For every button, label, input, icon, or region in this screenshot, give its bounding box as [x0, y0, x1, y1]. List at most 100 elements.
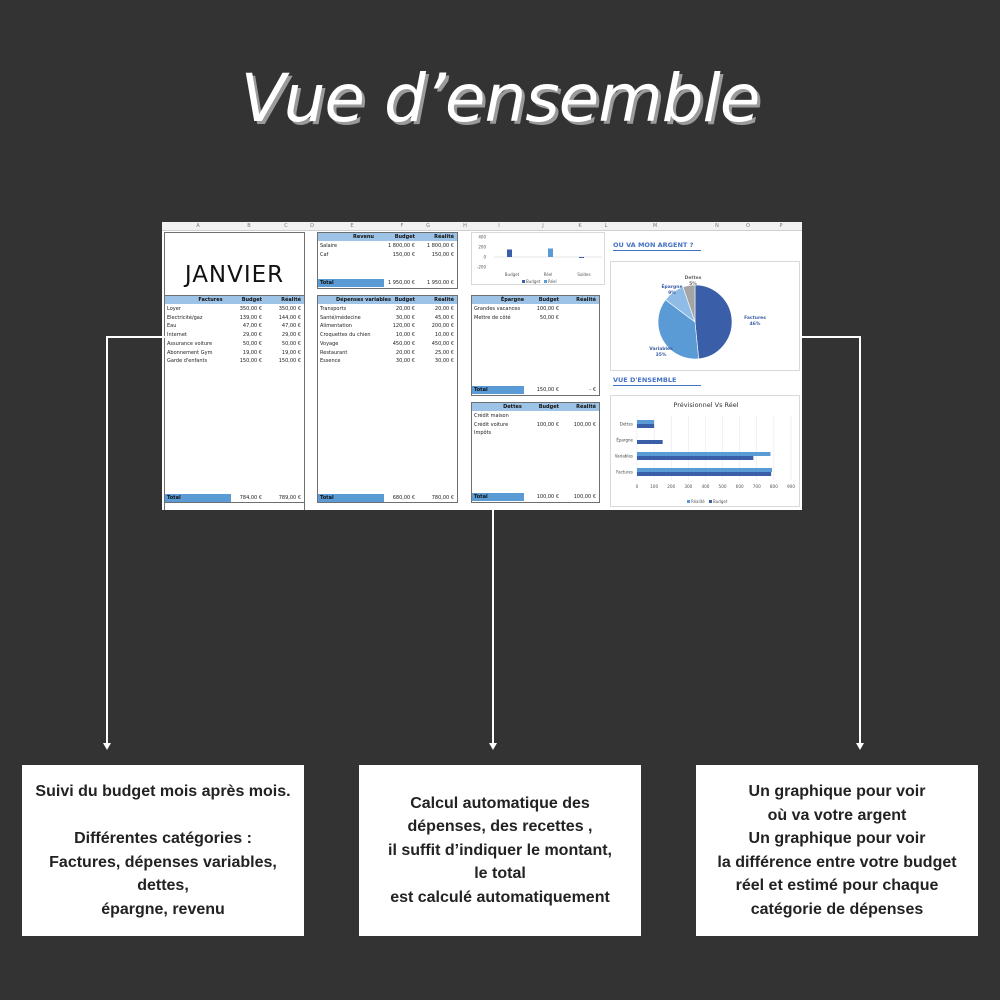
x-tick-label: 800 — [770, 484, 778, 489]
row-reel: 50,00 € — [281, 340, 301, 347]
total-label: Total — [318, 279, 384, 287]
column-header: O — [746, 223, 750, 229]
total-reel: 780,00 € — [431, 495, 454, 501]
bar — [637, 452, 771, 456]
legend-swatch — [709, 500, 712, 503]
slice-percent: 35% — [656, 352, 667, 358]
row-label: Salaire — [320, 243, 338, 249]
bar — [579, 257, 584, 258]
total-label: Total — [318, 494, 384, 502]
row-reel: 150,00 € — [431, 251, 454, 258]
budget-column-header: Budget — [241, 297, 262, 303]
row-budget: 150,00 € — [392, 251, 415, 258]
row-budget: 100,00 € — [536, 421, 559, 428]
row-reel: 10,00 € — [434, 332, 454, 339]
legend-label: Budget — [713, 499, 728, 504]
column-header: M — [652, 223, 658, 229]
legend-swatch — [544, 280, 547, 283]
bar — [637, 456, 754, 460]
table-header-label: Épargne — [500, 297, 525, 303]
row-reel: 30,00 € — [434, 358, 454, 365]
budget-column-header: Budget — [394, 297, 415, 303]
table-row: Essence 30,00 € 30,00 € — [318, 357, 457, 365]
row-label: Eau — [167, 323, 177, 330]
total-reel: 100,00 € — [573, 494, 596, 500]
total-reel: 789,00 € — [278, 495, 301, 501]
pie-slice — [657, 299, 699, 360]
row-label: Abonnement Gym — [167, 349, 213, 356]
bar — [637, 420, 655, 424]
column-header: P — [779, 223, 783, 229]
total-budget: 100,00 € — [536, 494, 559, 500]
bar — [548, 248, 553, 257]
row-label: Essence — [320, 358, 341, 365]
legend-swatch — [522, 280, 525, 283]
reel-column-header: Réalité — [576, 297, 596, 303]
table-header-label: Dépenses variables — [335, 297, 391, 303]
pie-slice — [694, 284, 733, 360]
category-label: Dettes — [620, 422, 633, 427]
row-reel: 25,00 € — [434, 349, 454, 356]
y-tick-label: 0 — [483, 255, 486, 260]
reel-column-header: Réalité — [434, 234, 454, 240]
category-label: Budget — [505, 272, 520, 277]
row-label: Alimentation — [320, 323, 352, 330]
bar — [637, 468, 773, 472]
callout-budget-tracking: Suivi du budget mois après mois. Différe… — [22, 765, 304, 936]
row-budget: 10,00 € — [395, 332, 415, 339]
row-budget: 150,00 € — [239, 358, 262, 365]
row-budget: 50,00 € — [242, 340, 262, 347]
month-title: JANVIER — [184, 262, 285, 288]
row-label: Mettre de côté — [474, 314, 511, 321]
slice-label: Dettes — [685, 275, 702, 281]
row-reel: 350,00 € — [278, 306, 301, 312]
arrow-down-icon — [856, 743, 864, 750]
row-label: Voyage — [320, 340, 339, 347]
row-label: Loyer — [167, 306, 181, 312]
row-label: Croquettes du chien — [320, 332, 371, 339]
row-budget: 350,00 € — [239, 306, 262, 312]
x-tick-label: 0 — [636, 484, 639, 489]
reel-column-header: Réalité — [576, 404, 596, 410]
row-budget: 47,00 € — [242, 323, 262, 330]
connector-line-center-vertical — [492, 508, 494, 744]
column-header: C — [284, 223, 288, 229]
total-label: Total — [165, 494, 231, 502]
category-label: Épargne — [616, 438, 633, 443]
row-label: Crédit maison — [474, 413, 509, 419]
row-reel: 20,00 € — [434, 306, 454, 312]
row-reel: 1 800,00 € — [426, 243, 454, 249]
table-header-label: Dettes — [503, 404, 522, 410]
row-budget: 30,00 € — [395, 358, 415, 365]
table-header-row: Dettes Budget Réalité — [472, 403, 599, 411]
budget-column-header: Budget — [538, 404, 559, 410]
row-budget: 450,00 € — [392, 340, 415, 347]
column-header: B — [247, 223, 251, 229]
section-money-title: OU VA MON ARGENT ? — [613, 241, 701, 251]
total-budget: 1 950,00 € — [387, 280, 415, 286]
row-label: Caf — [320, 251, 329, 258]
table-header-label: Revenu — [352, 234, 374, 240]
table-row: Loyer 350,00 € 350,00 € — [165, 305, 304, 313]
row-label: Internet — [167, 332, 187, 339]
column-header: F — [400, 223, 404, 229]
row-budget: 20,00 € — [395, 349, 415, 356]
